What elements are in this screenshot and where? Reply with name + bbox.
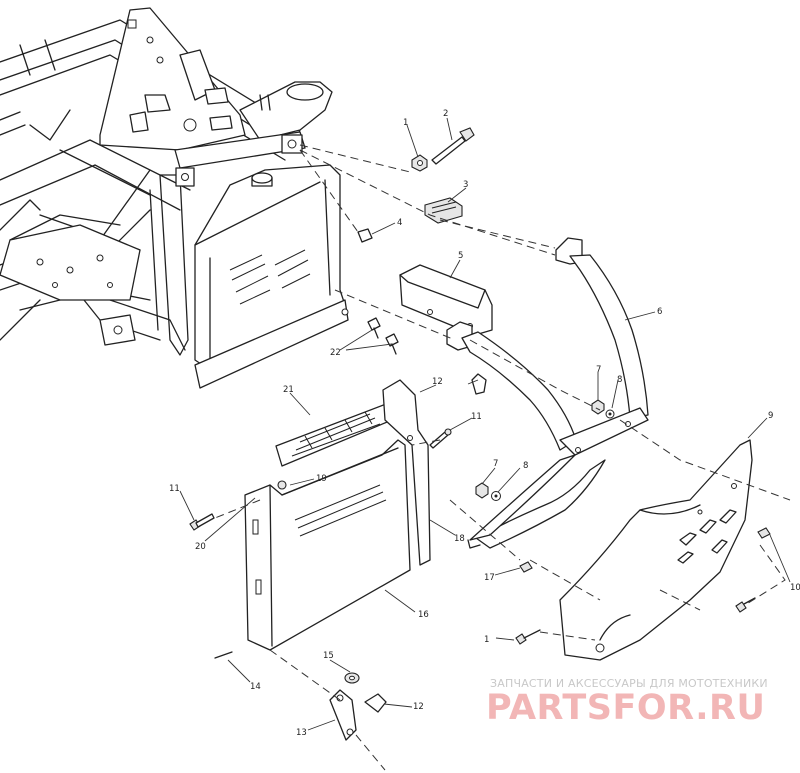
callout-8-upper: 8	[617, 375, 622, 385]
part-16-shroud	[244, 379, 431, 651]
callout-6: 6	[657, 307, 662, 317]
callout-12-lower: 12	[413, 702, 424, 712]
vehicle-frame	[0, 7, 333, 356]
part-5-plate	[367, 264, 493, 355]
callout-1-lower: 1	[484, 635, 489, 645]
callout-15: 15	[323, 651, 334, 661]
radiator	[194, 164, 349, 389]
watermark-brand: PARTSFOR.RU	[486, 688, 766, 728]
callout-numbers: 1 2 3 4 5 6 7 8 9 10 11 11 12 12 13 14 1…	[169, 109, 800, 738]
callout-5: 5	[458, 251, 463, 261]
hardware-lower	[189, 373, 771, 741]
callout-2: 2	[443, 109, 448, 119]
part-6-bumper	[446, 237, 649, 549]
callout-8-lower: 8	[523, 461, 528, 471]
assembly-lines	[209, 144, 791, 771]
callout-19: 19	[316, 474, 327, 484]
callout-18: 18	[454, 534, 465, 544]
callout-10: 10	[790, 583, 800, 593]
callout-20: 20	[195, 542, 206, 552]
callout-16: 16	[418, 610, 429, 620]
watermark-subtitle: ЗАПЧАСТИ И АКСЕССУАРЫ ДЛЯ МОТОТЕХНИКИ	[490, 677, 768, 690]
callout-3: 3	[463, 180, 468, 190]
callout-22: 22	[330, 348, 341, 358]
hardware-upper	[357, 127, 475, 243]
callout-17: 17	[484, 573, 495, 583]
callout-11-mid: 11	[471, 412, 482, 422]
callout-14: 14	[250, 682, 261, 692]
callout-21: 21	[283, 385, 294, 395]
callout-1-upper: 1	[403, 118, 408, 128]
callout-11-left: 11	[169, 484, 180, 494]
leader-lines	[179, 117, 791, 731]
callout-12-upper: 12	[432, 377, 443, 387]
callout-4: 4	[397, 218, 402, 228]
callout-7-lower: 7	[493, 459, 498, 469]
part-9-skid-plate	[559, 439, 753, 661]
callout-9: 9	[768, 411, 773, 421]
hardware-nuts	[475, 399, 615, 501]
callout-13: 13	[296, 728, 307, 738]
callout-7-upper: 7	[596, 365, 601, 375]
